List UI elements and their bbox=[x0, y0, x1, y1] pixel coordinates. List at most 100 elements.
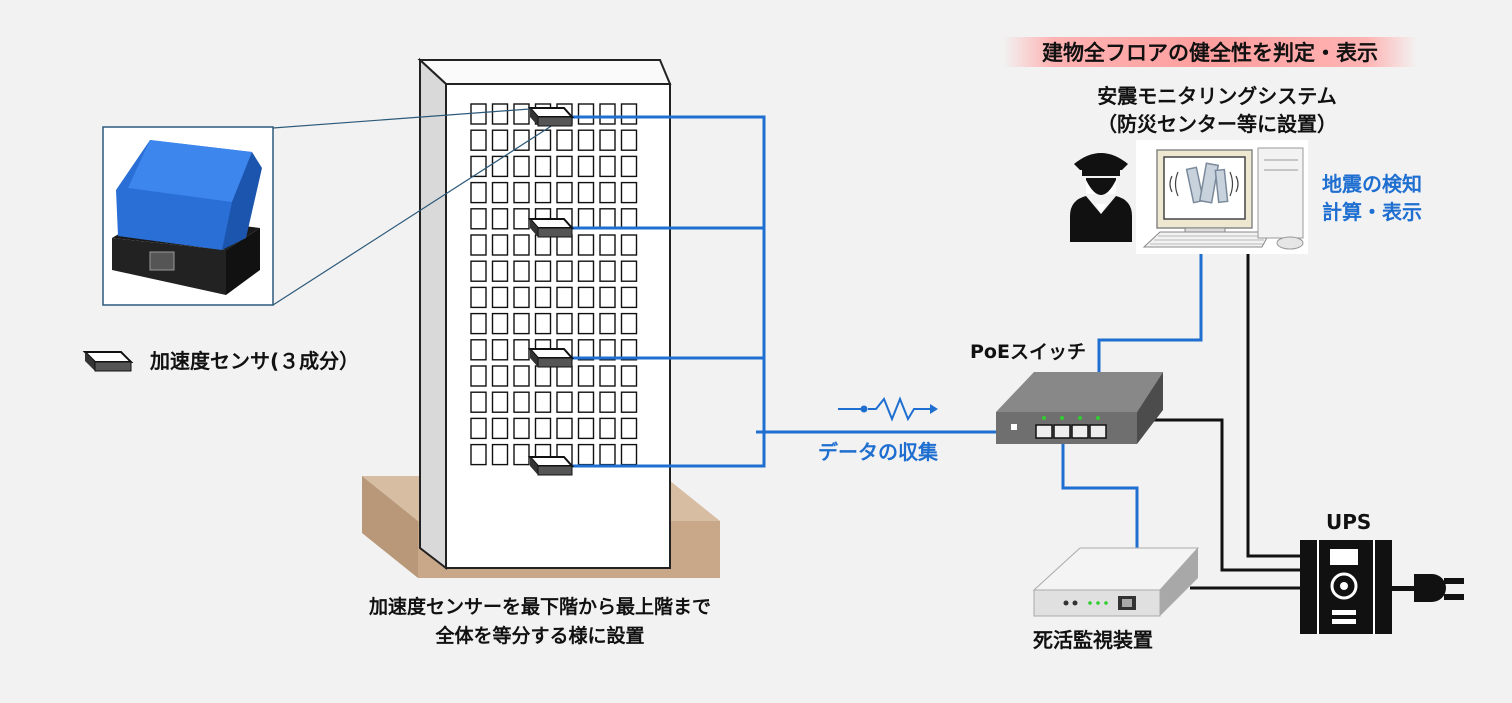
building-window bbox=[556, 260, 573, 282]
building-window bbox=[491, 286, 509, 309]
building-window bbox=[470, 208, 487, 230]
building-window bbox=[620, 312, 638, 335]
building-window bbox=[620, 129, 638, 151]
building-window bbox=[513, 155, 530, 178]
building-window bbox=[534, 417, 552, 440]
zoom-lines bbox=[272, 107, 557, 306]
power-lines bbox=[1137, 250, 1300, 590]
building-window bbox=[620, 103, 638, 125]
building-window bbox=[599, 155, 616, 178]
building-window bbox=[513, 365, 530, 387]
building-window bbox=[534, 260, 552, 282]
building-window bbox=[620, 417, 638, 440]
building-window bbox=[534, 312, 552, 335]
building-sensors bbox=[527, 107, 575, 476]
building-window bbox=[491, 103, 509, 125]
building-window bbox=[599, 129, 616, 151]
building-window bbox=[556, 365, 573, 387]
building-caption-line1: 加速度センサーを最下階から最上階まで bbox=[368, 596, 711, 618]
system-name: 安震モニタリングシステム bbox=[1097, 84, 1337, 108]
building-window bbox=[534, 234, 552, 256]
building-window bbox=[491, 339, 509, 361]
building-window bbox=[577, 417, 595, 440]
building-window bbox=[513, 286, 530, 309]
building-window bbox=[620, 286, 638, 309]
building-window bbox=[513, 208, 530, 230]
building-window bbox=[556, 155, 573, 178]
building-window bbox=[470, 365, 487, 387]
building-window bbox=[470, 103, 487, 125]
building-window bbox=[513, 103, 530, 125]
title-banner-text: 建物全フロアの健全性を判定・表示 bbox=[1042, 41, 1378, 65]
wireless-data-arrow bbox=[838, 396, 938, 422]
alive-monitor-device bbox=[1032, 547, 1200, 617]
building-window bbox=[620, 443, 638, 466]
building-window bbox=[599, 208, 616, 230]
building-window bbox=[599, 103, 616, 125]
building-window bbox=[556, 417, 573, 440]
building-window bbox=[534, 155, 552, 178]
building-windows bbox=[470, 103, 638, 466]
building-sensor bbox=[527, 107, 575, 127]
building-window bbox=[556, 129, 573, 151]
building-sensor bbox=[527, 456, 575, 476]
sensor-legend-icon bbox=[82, 351, 134, 372]
building-window bbox=[577, 129, 595, 151]
building-window bbox=[577, 103, 595, 125]
building-caption-line2: 全体を等分する様に設置 bbox=[435, 625, 645, 647]
building-window bbox=[470, 417, 487, 440]
building-window bbox=[470, 339, 487, 361]
building-window bbox=[470, 443, 487, 466]
title-banner bbox=[1003, 37, 1417, 67]
building-window bbox=[513, 260, 530, 282]
building-window bbox=[491, 234, 509, 256]
security-guard-icon bbox=[1070, 153, 1132, 242]
building-window bbox=[620, 339, 638, 361]
building-window bbox=[577, 181, 595, 204]
building-window bbox=[513, 129, 530, 151]
building-window bbox=[599, 312, 616, 335]
building-window bbox=[599, 234, 616, 256]
poe-switch-label: PoEスイッチ bbox=[970, 341, 1086, 363]
building-window bbox=[599, 181, 616, 204]
building-window bbox=[620, 234, 638, 256]
building-window bbox=[620, 208, 638, 230]
building-window bbox=[513, 443, 530, 466]
building-window bbox=[577, 155, 595, 178]
building-window bbox=[577, 208, 595, 230]
building-window bbox=[577, 260, 595, 282]
building-window bbox=[620, 260, 638, 282]
system-function-line1: 地震の検知 bbox=[1322, 172, 1422, 196]
building-window bbox=[470, 286, 487, 309]
building-window bbox=[470, 155, 487, 178]
building-sensor bbox=[527, 218, 575, 238]
building-window bbox=[491, 208, 509, 230]
building-window bbox=[491, 260, 509, 282]
building-window bbox=[534, 286, 552, 309]
building-window bbox=[577, 234, 595, 256]
building-window bbox=[534, 181, 552, 204]
system-function-line2: 計算・表示 bbox=[1322, 200, 1422, 224]
ups-device bbox=[1300, 540, 1392, 634]
building-window bbox=[534, 391, 552, 413]
building-window bbox=[620, 181, 638, 204]
building-window bbox=[620, 155, 638, 178]
building bbox=[417, 57, 672, 571]
ups-label: UPS bbox=[1326, 510, 1372, 534]
building-window bbox=[599, 339, 616, 361]
building-window bbox=[620, 391, 638, 413]
building-window bbox=[577, 286, 595, 309]
power-plug-icon bbox=[1392, 574, 1464, 602]
building-window bbox=[491, 312, 509, 335]
building-window bbox=[491, 365, 509, 387]
building-window bbox=[491, 443, 509, 466]
building-window bbox=[513, 339, 530, 361]
building-window bbox=[599, 391, 616, 413]
building-window bbox=[599, 443, 616, 466]
sensor-legend-label: 加速度センサ(３成分） bbox=[150, 349, 360, 373]
building-window bbox=[577, 391, 595, 413]
building-window bbox=[470, 260, 487, 282]
poe-switch-device bbox=[996, 372, 1163, 444]
building-window bbox=[599, 417, 616, 440]
